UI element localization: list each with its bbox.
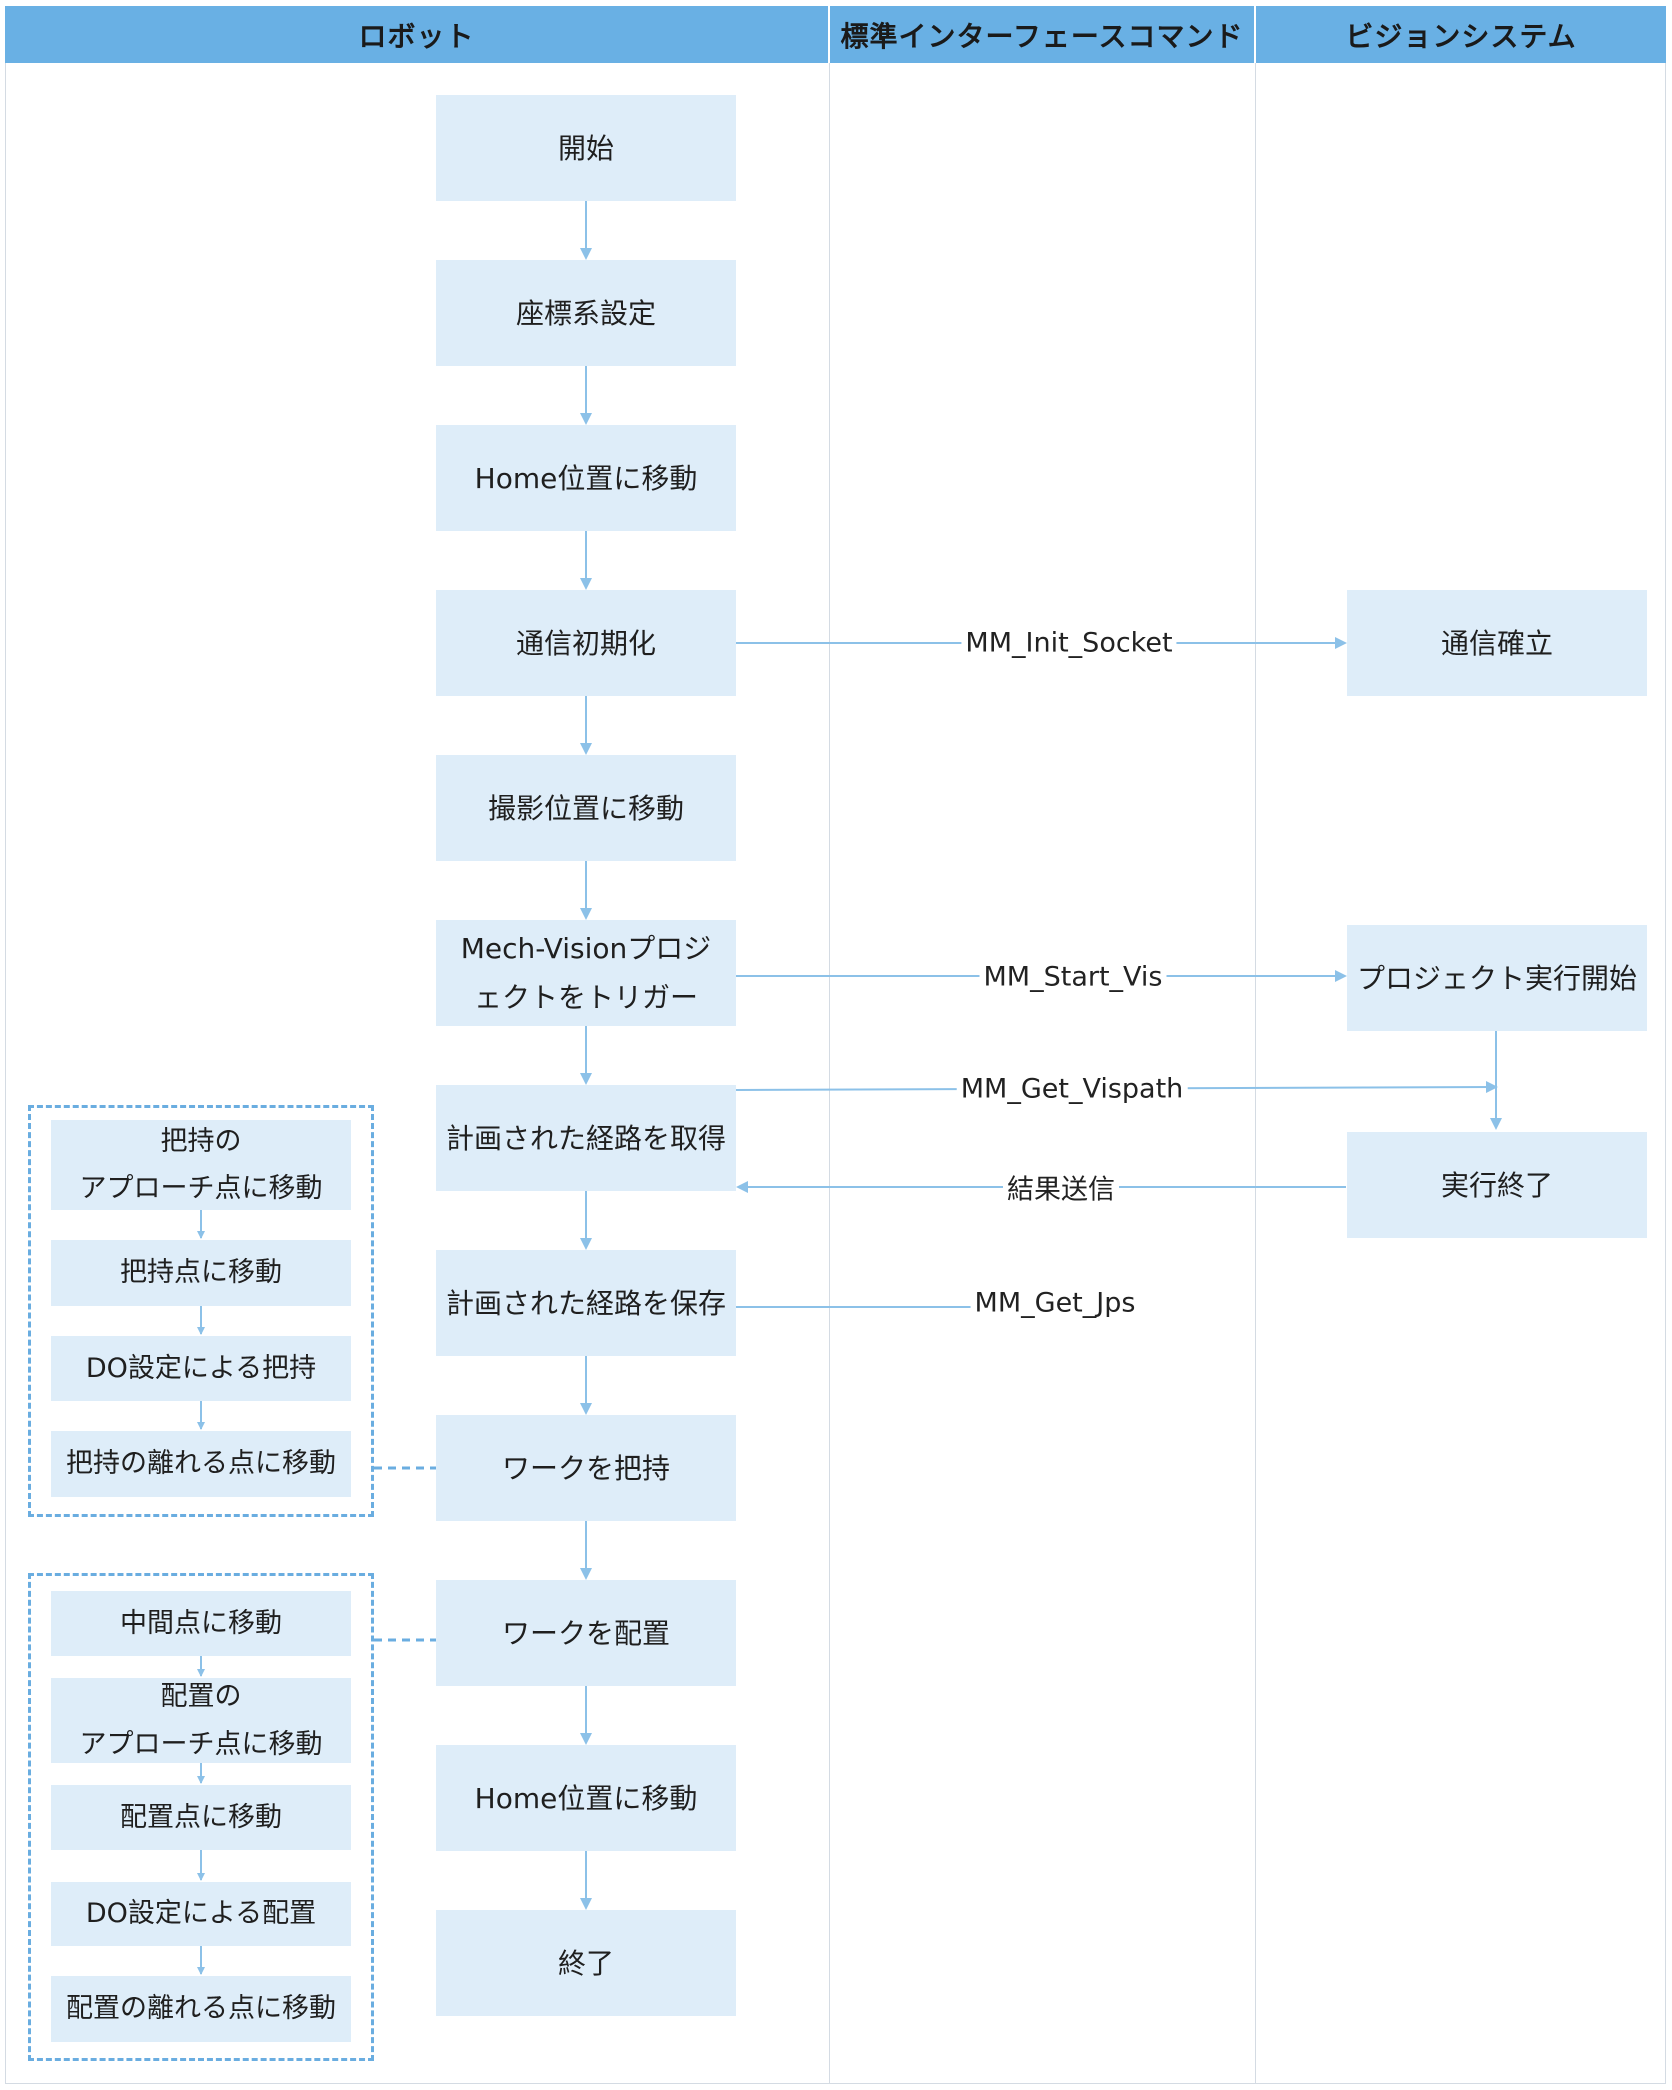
- place-substep-group: [28, 1573, 374, 2061]
- lane-header-interface: 標準インターフェースコマンド: [830, 6, 1254, 63]
- pick-substep-depart: 把持の離れる点に移動: [51, 1431, 351, 1497]
- place-substep-do-place: DO設定による配置: [51, 1882, 351, 1946]
- cmd-get-jps-label: MM_Get_Jps: [970, 1287, 1140, 1319]
- header-divider: [1254, 6, 1256, 63]
- step-move-home-2: Home位置に移動: [436, 1745, 736, 1851]
- step-comm-init: 通信初期化: [436, 590, 736, 696]
- place-substep-place-point: 配置点に移動: [51, 1785, 351, 1850]
- lane-divider-vision: [1255, 63, 1256, 2084]
- vision-comm-established: 通信確立: [1347, 590, 1647, 696]
- step-coordinate-setting: 座標系設定: [436, 260, 736, 366]
- step-save-path: 計画された経路を保存: [436, 1250, 736, 1356]
- step-end: 終了: [436, 1910, 736, 2016]
- place-substep-approach: 配置の アプローチ点に移動: [51, 1678, 351, 1763]
- vision-exec-end: 実行終了: [1347, 1132, 1647, 1238]
- lane-header-robot: ロボット: [5, 6, 828, 63]
- step-get-path: 計画された経路を取得: [436, 1085, 736, 1191]
- step-place-workpiece: ワークを配置: [436, 1580, 736, 1686]
- lane-divider-interface: [829, 63, 830, 2084]
- place-substep-depart: 配置の離れる点に移動: [51, 1976, 351, 2042]
- pick-substep-do-pick: DO設定による把持: [51, 1336, 351, 1401]
- step-move-home: Home位置に移動: [436, 425, 736, 531]
- cmd-start-vis-label: MM_Start_Vis: [979, 961, 1167, 993]
- place-substep-mid: 中間点に移動: [51, 1591, 351, 1656]
- step-trigger-project: Mech-Visionプロジェクトをトリガー: [436, 920, 736, 1026]
- cmd-init-socket-label: MM_Init_Socket: [961, 627, 1177, 659]
- pick-substep-group: [28, 1105, 374, 1517]
- pick-substep-pick-point: 把持点に移動: [51, 1240, 351, 1306]
- step-pick-workpiece: ワークを把持: [436, 1415, 736, 1521]
- lane-header-vision: ビジョンシステム: [1256, 6, 1666, 63]
- step-move-capture: 撮影位置に移動: [436, 755, 736, 861]
- cmd-get-vispath-label: MM_Get_Vispath: [956, 1073, 1188, 1105]
- cmd-send-result-label: 結果送信: [1003, 1167, 1119, 1207]
- header-divider: [828, 6, 830, 63]
- step-start: 開始: [436, 95, 736, 201]
- vision-project-start: プロジェクト実行開始: [1347, 925, 1647, 1031]
- pick-substep-approach: 把持の アプローチ点に移動: [51, 1120, 351, 1210]
